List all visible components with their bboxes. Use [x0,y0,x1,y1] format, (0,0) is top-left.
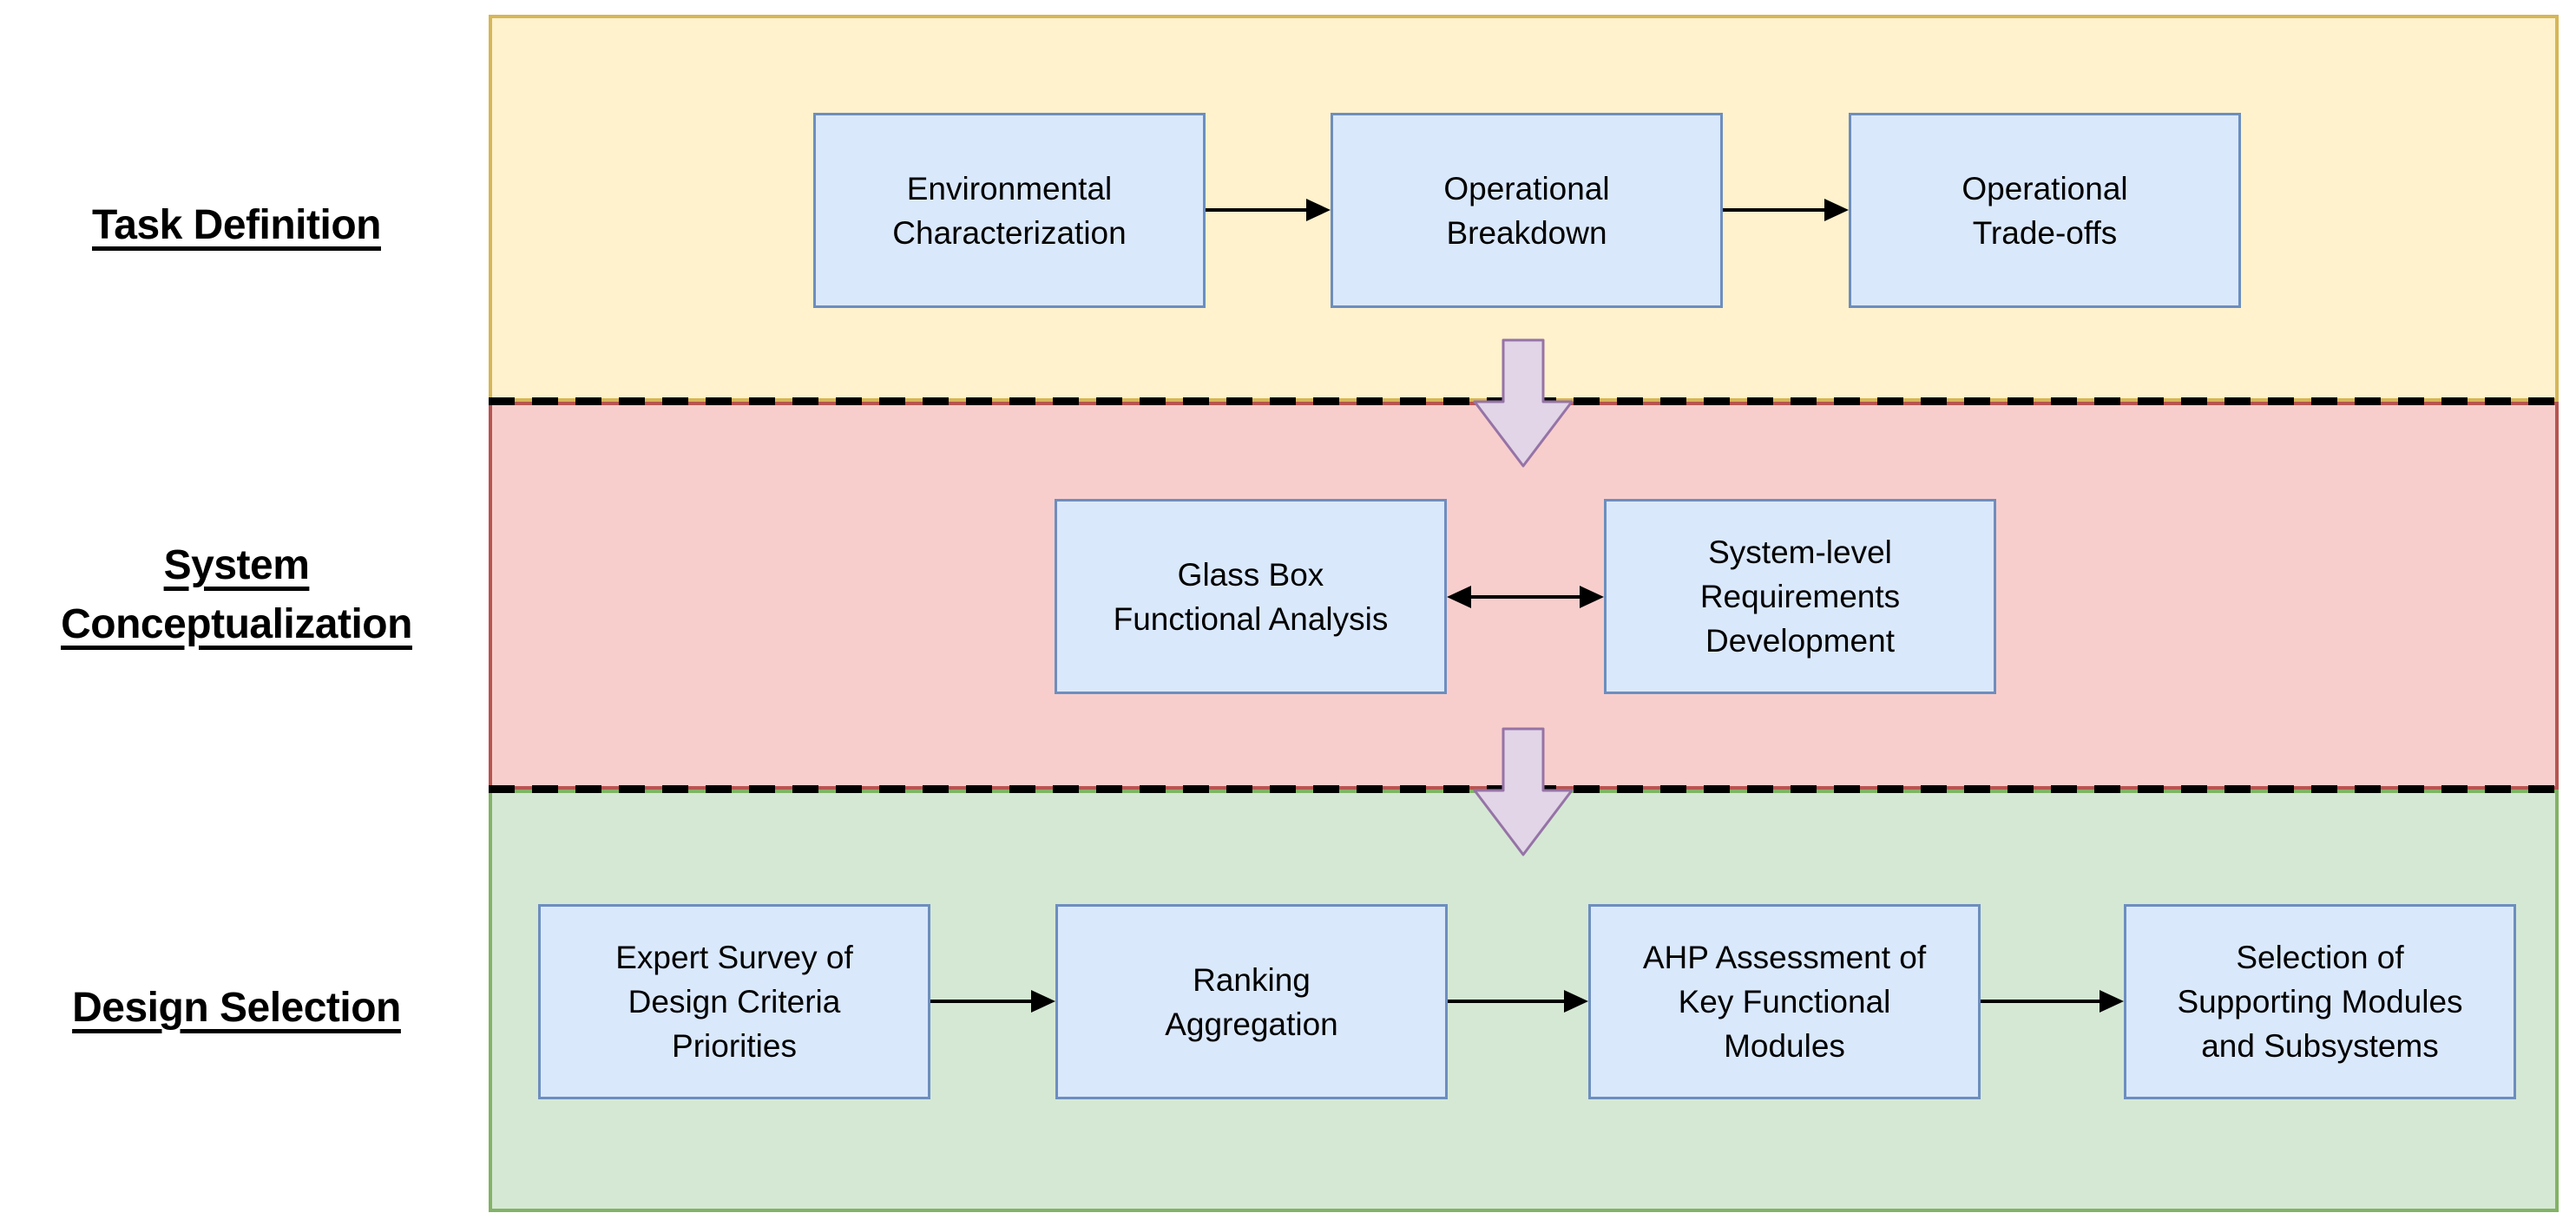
node-ranking-aggregation: Ranking Aggregation [1055,904,1448,1099]
arrowhead-right-icon [1580,586,1604,608]
phase-label-design-selection: Design Selection [72,985,401,1031]
down-arrow-shape [1473,338,1574,468]
arrowhead-right-icon [2100,990,2124,1013]
arrow-breakdown-to-trade-offs [1723,197,1849,223]
phase-down-arrow-1-icon [1473,338,1574,468]
phase-label-system-conceptualization: System Conceptualization [61,542,412,647]
phase-down-arrow-2-icon [1473,727,1574,856]
node-expert-survey-of-design-criteria-priorities: Expert Survey of Design Criteria Priorit… [538,904,930,1099]
arrowhead-right-icon [1564,990,1588,1013]
node-operational-trade-offs: Operational Trade-offs [1849,113,2241,308]
arrow-ranking-to-ahp [1448,988,1588,1014]
arrow-shaft [1468,595,1583,599]
node-environmental-characterization: Environmental Characterization [813,113,1206,308]
down-arrow-shape [1473,727,1574,856]
arrow-shaft [1206,208,1310,212]
arrowhead-right-icon [1824,199,1849,221]
phase-label-task-definition: Task Definition [92,202,381,248]
node-system-level-requirements-development: System-level Requirements Development [1604,499,1996,694]
arrow-shaft [930,1000,1035,1003]
node-selection-of-supporting-modules-and-subsystems: Selection of Supporting Modules and Subs… [2124,904,2516,1099]
node-ahp-assessment-of-key-functional-modules: AHP Assessment of Key Functional Modules [1588,904,1981,1099]
arrow-survey-to-ranking [930,988,1055,1014]
node-operational-breakdown: Operational Breakdown [1331,113,1723,308]
arrow-shaft [1723,208,1828,212]
arrow-ahp-to-selection [1981,988,2124,1014]
arrow-glassbox-requirements-bidirectional [1447,584,1604,610]
arrowhead-left-icon [1447,586,1471,608]
arrowhead-right-icon [1031,990,1055,1013]
arrowhead-right-icon [1306,199,1331,221]
arrow-shaft [1981,1000,2103,1003]
arrow-environmental-to-breakdown [1206,197,1331,223]
arrow-shaft [1448,1000,1567,1003]
node-glass-box-functional-analysis: Glass Box Functional Analysis [1055,499,1447,694]
